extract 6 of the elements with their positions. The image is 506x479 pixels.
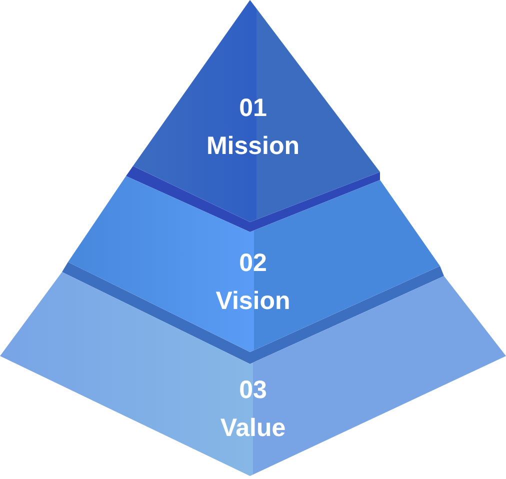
layer-label: Value — [220, 413, 286, 444]
layer-label: Vision — [216, 286, 290, 317]
step-number: 03 — [239, 375, 267, 406]
step-number: 01 — [239, 93, 267, 124]
step-number: 02 — [239, 248, 267, 279]
layer-label: Mission — [206, 131, 300, 162]
